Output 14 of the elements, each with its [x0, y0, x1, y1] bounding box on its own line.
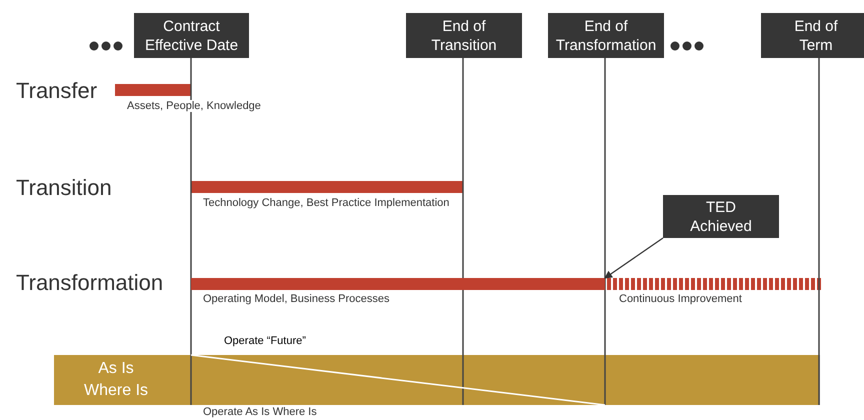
as-is-band: As Is Where Is [54, 355, 819, 405]
milestone-box: End of Transition [406, 13, 522, 58]
annotation-text: Operate “Future” [222, 335, 308, 347]
milestone-box: Contract Effective Date [134, 13, 249, 58]
phase-description: Operating Model, Business Processes [201, 293, 392, 305]
phase-bar [191, 278, 605, 290]
arrow [604, 238, 664, 279]
callout-box: TED Achieved [663, 195, 779, 238]
phase-description: Continuous Improvement [617, 293, 744, 305]
milestone-box: End of Term [761, 13, 864, 58]
milestone-box: End of Transformation [548, 13, 664, 58]
phase-description: Assets, People, Knowledge [125, 100, 263, 112]
annotation-text: Operate As Is Where Is [201, 406, 319, 418]
phase-description: Technology Change, Best Practice Implementation [201, 197, 452, 209]
